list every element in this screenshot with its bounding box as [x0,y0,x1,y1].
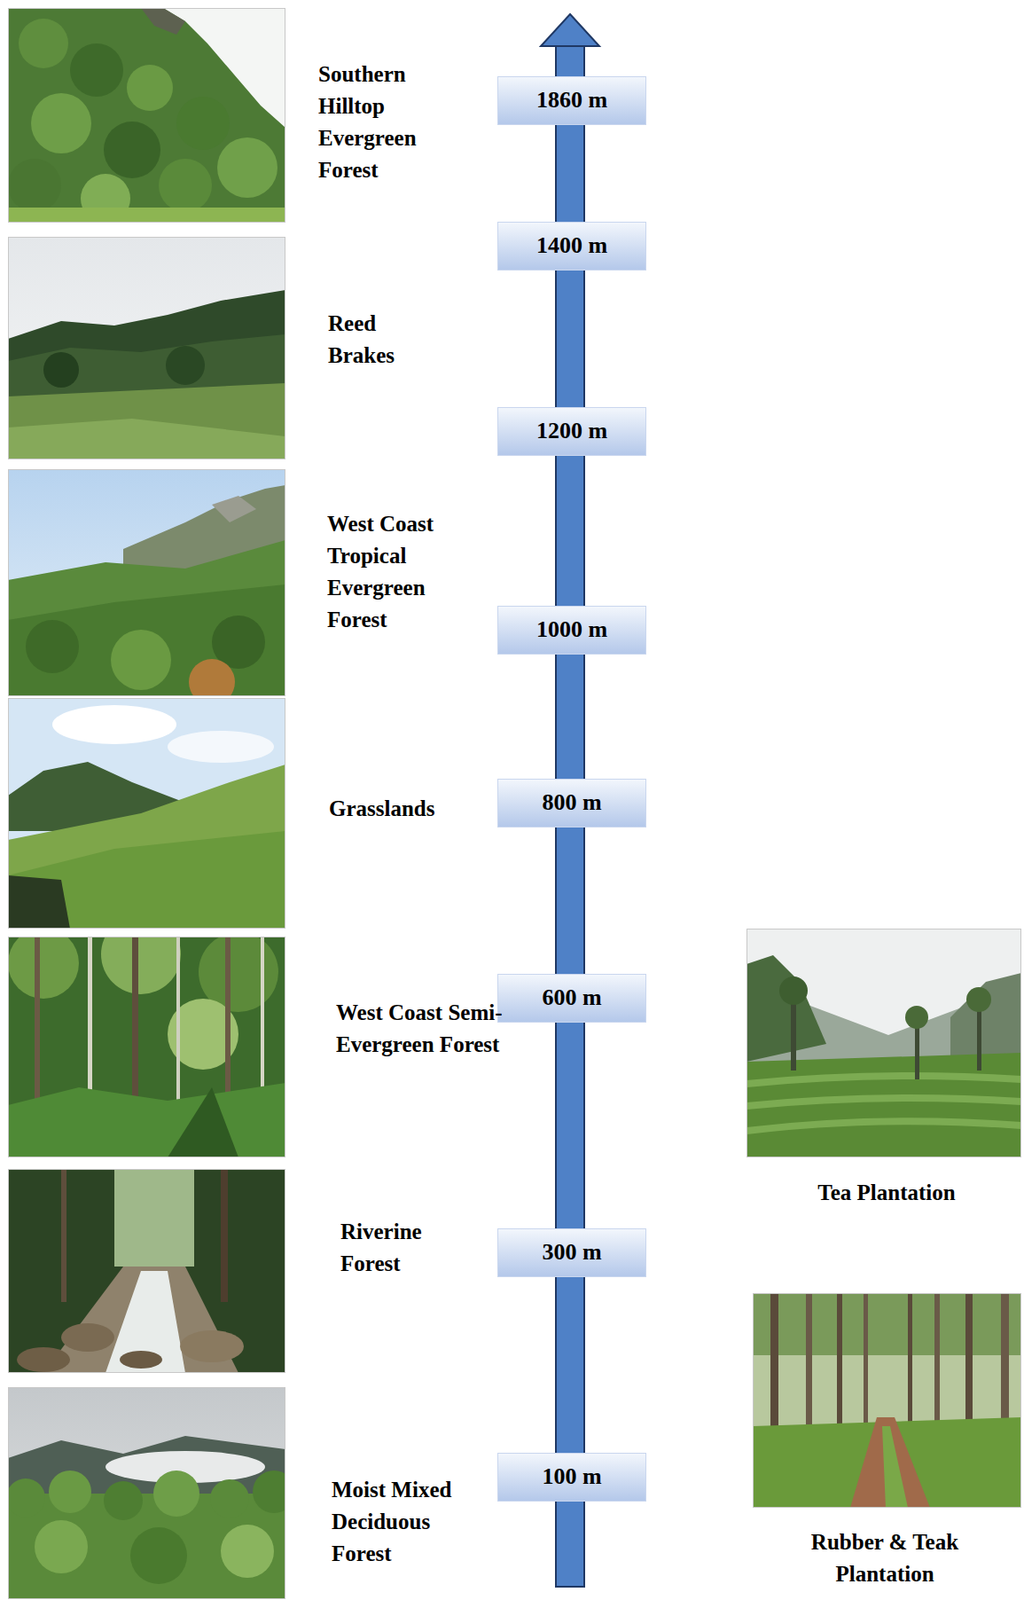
forest-type-label: Southern Hilltop Evergreen Forest [318,58,438,187]
altitude-box: 1200 m [497,406,647,456]
forest-type-label: Reed Brakes [328,307,426,372]
altitude-value: 800 m [541,789,602,816]
altitude-value: 300 m [541,1238,602,1266]
altitude-box: 100 m [497,1452,647,1501]
plantation-label: Tea Plantation [811,1176,962,1209]
plantation-label: Rubber & Teak Plantation [782,1525,987,1590]
altitude-value: 600 m [541,984,602,1011]
forest-type-label: Riverine Forest [340,1215,452,1280]
altitude-value: 1400 m [536,232,608,259]
forest-type-label: Moist Mixed Deciduous Forest [331,1473,474,1570]
altitude-box: 1000 m [497,605,647,655]
photo-tropical-evergreen [7,469,286,705]
photo-moist-deciduous [6,1386,296,1599]
altitude-box: 800 m [497,778,647,828]
photo-tea [746,928,1022,1157]
altitude-value: 1200 m [536,417,608,445]
altitude-value: 1860 m [536,86,608,114]
altitude-box: 1860 m [497,76,647,126]
forest-type-label: West Coast Tropical Evergreen Forest [327,508,461,636]
altitude-box: 1400 m [497,221,647,271]
altitude-value: 100 m [541,1462,602,1490]
photo-reed-brakes [7,236,286,460]
photo-rubber-teak [752,1292,1022,1508]
altitude-box: 600 m [497,973,647,1023]
photo-hilltop [7,7,286,224]
altitude-box: 300 m [497,1227,647,1277]
altitude-value: 1000 m [536,616,608,643]
photo-grasslands [7,697,286,929]
photo-riverine [7,1168,286,1373]
photo-semi-evergreen [7,914,286,1157]
forest-type-label: West Coast Semi-Evergreen Forest [336,996,514,1061]
forest-type-label: Grasslands [328,792,507,825]
